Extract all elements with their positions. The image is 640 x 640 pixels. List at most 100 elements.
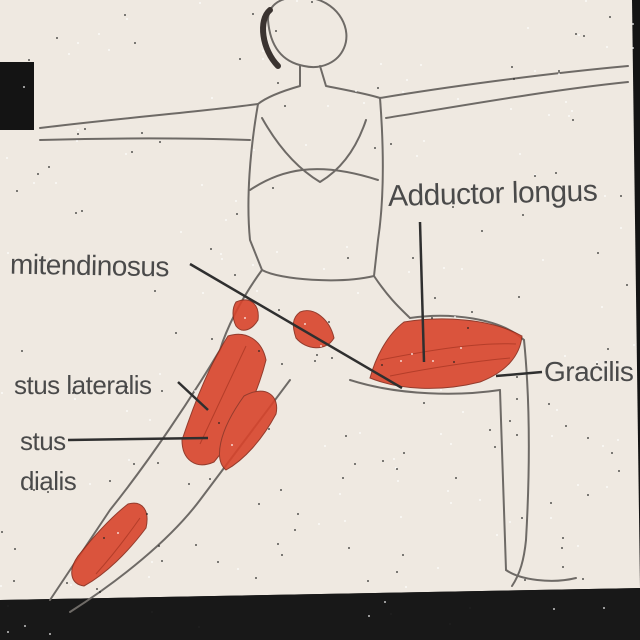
noise-speck [7,605,9,607]
noise-speck [77,129,79,131]
noise-speck [125,153,127,155]
noise-speck [633,344,635,346]
noise-speck [397,480,399,482]
noise-speck [175,332,177,334]
noise-speck [202,292,204,294]
noise-speck [469,607,471,609]
noise-speck [305,144,307,146]
noise-speck [280,489,282,491]
noise-speck [134,42,136,44]
noise-speck [432,360,434,362]
noise-speck [453,361,455,363]
noise-speck [126,18,128,20]
noise-speck [550,502,552,504]
noise-speck [568,115,570,117]
calf-muscle [71,502,148,587]
noise-speck [311,1,313,3]
noise-speck [258,350,260,352]
noise-speck [126,410,128,412]
noise-speck [434,297,436,299]
noise-speck [316,354,318,356]
noise-speck [519,153,521,155]
noise-speck [390,613,392,615]
noise-speck [571,110,573,112]
noise-speck [611,452,613,454]
noise-speck [562,537,564,539]
noise-speck [231,444,233,446]
noise-speck [377,87,379,89]
noise-speck [431,317,433,319]
noise-speck [471,311,473,313]
noise-speck [304,323,306,325]
paper-bottom-shadow [0,588,640,640]
label-semitendinosus: mitendinosus [9,248,170,283]
label-vastus-lateralis: stus lateralis [14,370,152,400]
noise-speck [151,561,153,563]
noise-speck [400,516,402,518]
noise-speck [194,390,196,392]
noise-speck [252,13,254,15]
noise-speck [278,309,280,311]
noise-speck [587,437,589,439]
noise-speck [33,489,35,491]
noise-speck [548,403,550,405]
noise-speck [516,434,518,436]
noise-speck [56,37,58,39]
noise-speck [253,149,255,151]
noise-speck [618,470,620,472]
noise-speck [518,296,520,298]
noise-speck [462,411,464,413]
noise-speck [561,547,563,549]
noise-speck [281,554,283,556]
noise-speck [440,389,442,391]
noise-speck [527,27,529,29]
noise-speck [252,264,254,266]
noise-speck [103,537,105,539]
noise-speck [582,578,584,580]
noise-speck [454,316,456,318]
noise-speck [99,591,101,593]
noise-speck [380,63,382,65]
noise-speck [390,143,392,145]
noise-speck [632,47,634,49]
noise-speck [601,306,603,308]
paper-sheet [0,0,640,600]
noise-speck [587,494,589,496]
noise-speck [496,534,498,536]
noise-speck [220,253,222,255]
noise-speck [188,483,190,485]
noise-speck [272,187,274,189]
noise-speck [327,105,329,107]
noise-speck [198,626,200,628]
noise-speck [440,433,442,435]
noise-speck [48,166,50,168]
noise-speck [84,128,86,130]
noise-speck [297,513,299,515]
noise-speck [255,577,257,579]
noise-speck [558,70,560,72]
noise-speck [344,520,346,522]
label-gracilis: Gracilis [544,356,634,387]
noise-speck [551,435,553,437]
noise-speck [374,147,376,149]
noise-speck [511,66,513,68]
noise-speck [77,42,79,44]
noise-speck [275,30,277,32]
leader-lines [67,221,543,442]
noise-speck [277,82,279,84]
noise-speck [548,114,550,116]
noise-speck [565,101,567,103]
noise-speck [606,46,608,48]
noise-speck [553,608,555,610]
noise-speck [578,34,580,36]
noise-speck [345,435,347,437]
noise-speck [402,91,404,93]
noise-speck [89,483,91,485]
noise-speck [604,195,606,197]
noise-speck [284,105,286,107]
vastus-medialis-muscle [219,390,278,471]
noise-speck [159,373,161,375]
noise-speck [423,402,425,404]
noise-speck [108,49,110,51]
noise-speck [149,419,151,421]
